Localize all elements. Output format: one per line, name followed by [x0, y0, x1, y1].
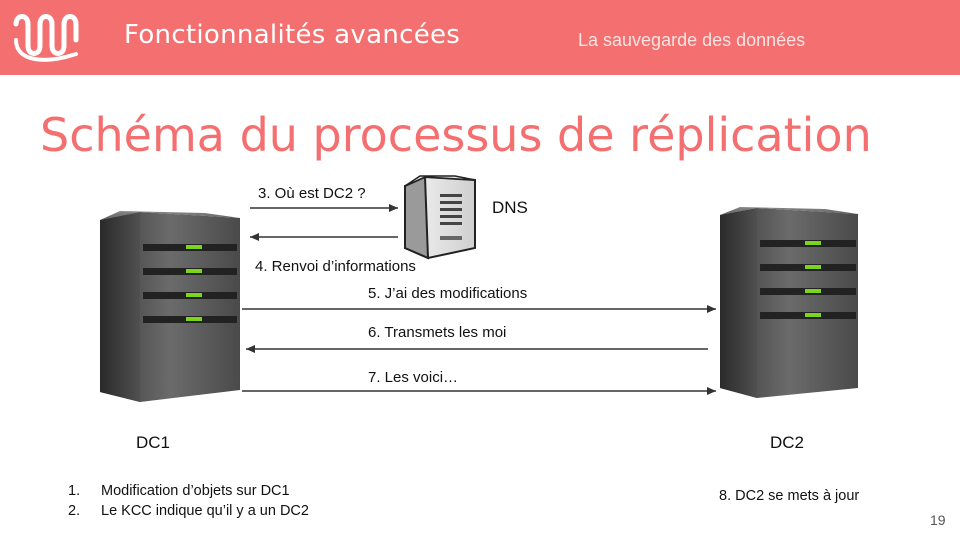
step-text: Modification d’objets sur DC1 — [101, 483, 290, 499]
node-label-dc1: DC1 — [136, 433, 171, 452]
list-item: 2. Le KCC indique qu’il y a un DC2 — [68, 501, 309, 521]
message-m6: 6. Transmets les moi — [368, 324, 507, 341]
message-m3: 3. Où est DC2 ? — [258, 185, 366, 202]
message-m7: 7. Les voici… — [368, 369, 459, 386]
logo-icon — [13, 14, 79, 62]
step-number: 2. — [68, 503, 81, 519]
dc1-drive-bays — [143, 244, 237, 323]
step-right: 8. DC2 se mets à jour — [719, 488, 860, 504]
header-title: Fonctionnalités avancées — [124, 20, 461, 50]
node-label-dc2: DC2 — [770, 433, 805, 452]
page-number: 19 — [930, 512, 946, 528]
list-item: 1. Modification d’objets sur DC1 — [68, 481, 309, 501]
slide-title: Schéma du processus de réplication — [40, 108, 872, 162]
message-m5: 5. J’ai des modifications — [368, 285, 528, 302]
header-subtitle: La sauvegarde des données — [578, 30, 806, 50]
server-dns-icon — [404, 175, 476, 260]
step-text: Le KCC indique qu’il y a un DC2 — [101, 503, 309, 519]
step-number: 1. — [68, 483, 81, 499]
header-bar: Fonctionnalités avancées La sauvegarde d… — [0, 0, 960, 75]
server-dc1-icon — [100, 211, 240, 402]
server-dc2-icon — [720, 207, 858, 398]
node-label-dns: DNS — [492, 198, 528, 217]
message-m4: 4. Renvoi d’informations — [255, 258, 416, 275]
steps-list-left: 1. Modification d’objets sur DC1 2. Le K… — [68, 481, 309, 521]
dc2-drive-bays — [760, 240, 856, 319]
